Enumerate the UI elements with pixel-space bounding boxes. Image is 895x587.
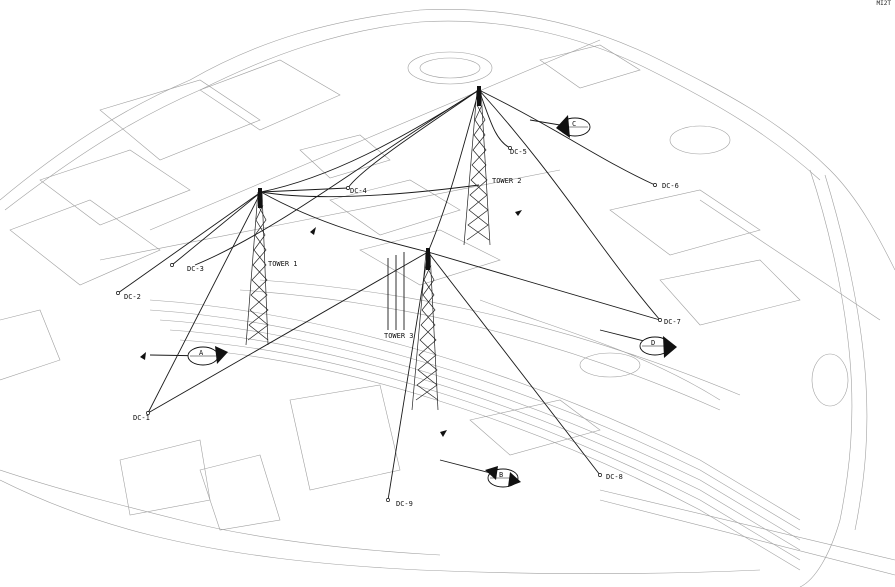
tower-1-label: TOWER 1 bbox=[268, 260, 298, 268]
view-marker-d-letter: D bbox=[651, 339, 655, 347]
tower-3-structure bbox=[411, 248, 439, 411]
view-marker-b-letter: B bbox=[499, 471, 503, 479]
anchor-label-dc-4: DC-4 bbox=[350, 187, 367, 195]
anchor-points bbox=[116, 146, 662, 502]
site-background bbox=[0, 9, 895, 587]
view-marker-a: A bbox=[187, 346, 228, 366]
tower-2-label: TOWER 2 bbox=[492, 177, 522, 185]
flag-ticks bbox=[140, 210, 522, 437]
anchor-label-dc-9: DC-9 bbox=[396, 500, 413, 508]
cable-lines bbox=[117, 89, 661, 501]
anchor-label-dc-8: DC-8 bbox=[606, 473, 623, 481]
view-marker-b: B bbox=[485, 466, 521, 488]
anchor-label-dc-5: DC-5 bbox=[510, 148, 527, 156]
view-marker-c-letter: C bbox=[572, 120, 576, 128]
view-marker-d: D bbox=[639, 336, 677, 358]
anchor-label-dc-1: DC-1 bbox=[133, 414, 150, 422]
sheet-reference: MI2T bbox=[876, 0, 891, 7]
tower-3-label: TOWER 3 bbox=[384, 332, 414, 340]
anchor-label-dc-3: DC-3 bbox=[187, 265, 204, 273]
anchor-label-dc-2: DC-2 bbox=[124, 293, 141, 301]
anchor-label-dc-6: DC-6 bbox=[662, 182, 679, 190]
anchor-label-dc-7: DC-7 bbox=[664, 318, 681, 326]
view-marker-c: C bbox=[556, 115, 591, 138]
tower-2-structure bbox=[463, 86, 491, 246]
tower-1-structure bbox=[245, 188, 269, 346]
view-marker-a-letter: A bbox=[199, 349, 204, 357]
